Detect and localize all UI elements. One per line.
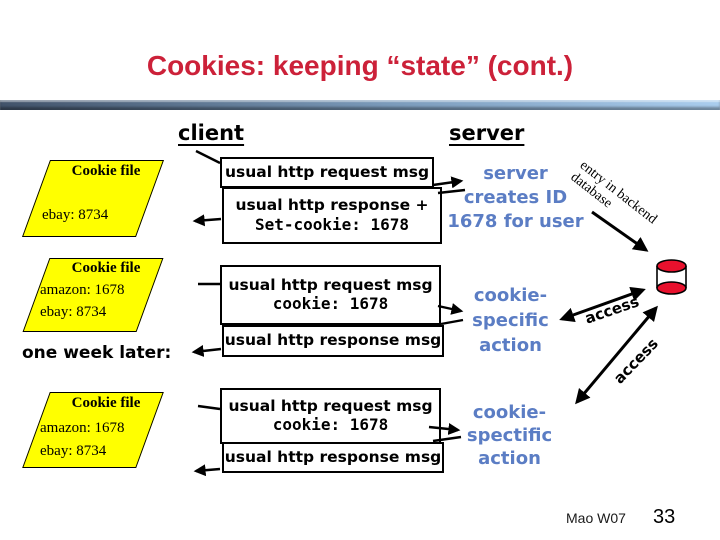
slide-title: Cookies: keeping “state” (cont.) [146,50,574,81]
cookie-specific-action-2-line1: cookie- [472,402,547,423]
cookie-file-3-title: Cookie file [71,395,141,411]
response-3-arrow [193,464,221,477]
request-3-tail [197,404,221,411]
server-creates-id-note: server creates ID 1678 for user [443,162,588,234]
http-response-msg-3: usual http response msg [222,442,444,473]
cookie-specific-action-note-2: cookie- spectific action [452,401,567,470]
server-creates-id-line1: server [483,163,548,184]
cookie-file-1-entry: ebay: 8734 [42,207,109,223]
http-request-msg-3-line1: usual http request msg [228,396,433,415]
cookie-file-2-title: Cookie file [71,260,141,276]
cookie-file-3-entry: ebay: 8734 [40,443,107,459]
cookie-file-2-entry: amazon: 1678 [40,282,125,298]
database-cylinder-icon [656,259,687,295]
server-creates-id-line3: 1678 for user [447,211,584,232]
database-cylinder-top [656,259,687,273]
http-request-msg-3: usual http request msg cookie: 1678 [220,388,441,444]
cookie-specific-action-2-line3: action [478,448,541,469]
footer-author: Mao W07 [566,510,626,526]
response-2-arrow [191,344,222,357]
request-1-tail [195,149,221,165]
set-cookie-value: Set-cookie: 1678 [254,214,410,234]
http-response-msg-3-text: usual http response msg [224,447,442,466]
client-column-label: client [178,121,245,145]
http-response-msg-1: usual http response + Set-cookie: 1678 [222,187,442,244]
cookie-value-3: cookie: 1678 [272,415,389,435]
cookie-file-3-entry: amazon: 1678 [40,420,125,436]
database-cylinder-body [657,266,686,288]
cookie-file-2-entry: ebay: 8734 [40,304,107,320]
cookie-value-2: cookie: 1678 [272,294,389,314]
cookie-specific-action-1-line3: action [479,335,542,356]
http-request-msg-2-line1: usual http request msg [228,275,433,294]
cookie-specific-action-1-line2: specific [472,310,549,331]
footer-page-number: 33 [653,506,676,528]
access-label-2: access [610,334,662,388]
cookie-specific-action-2-line2: spectific [466,425,553,446]
access-label-1: access [582,292,642,328]
database-cylinder-bottom [656,281,687,295]
http-request-msg-1: usual http request msg [220,157,434,188]
one-week-later-note: one week later: [22,343,172,363]
cookie-specific-action-1-line1: cookie- [473,285,548,306]
http-response-msg-2: usual http response msg [222,325,444,357]
server-column-label: server [449,121,525,145]
http-request-msg-1-text: usual http request msg [224,162,430,181]
cookie-file-1-title: Cookie file [71,163,141,179]
http-response-msg-2-text: usual http response msg [224,331,442,350]
response-1-arrow [192,214,222,227]
cookie-specific-action-note-1: cookie- specific action [458,283,563,358]
http-request-msg-2: usual http request msg cookie: 1678 [220,265,441,325]
http-response-msg-1-line1: usual http response + [235,196,429,214]
divider-bar [0,100,720,110]
server-creates-id-line2: creates ID [463,187,568,208]
